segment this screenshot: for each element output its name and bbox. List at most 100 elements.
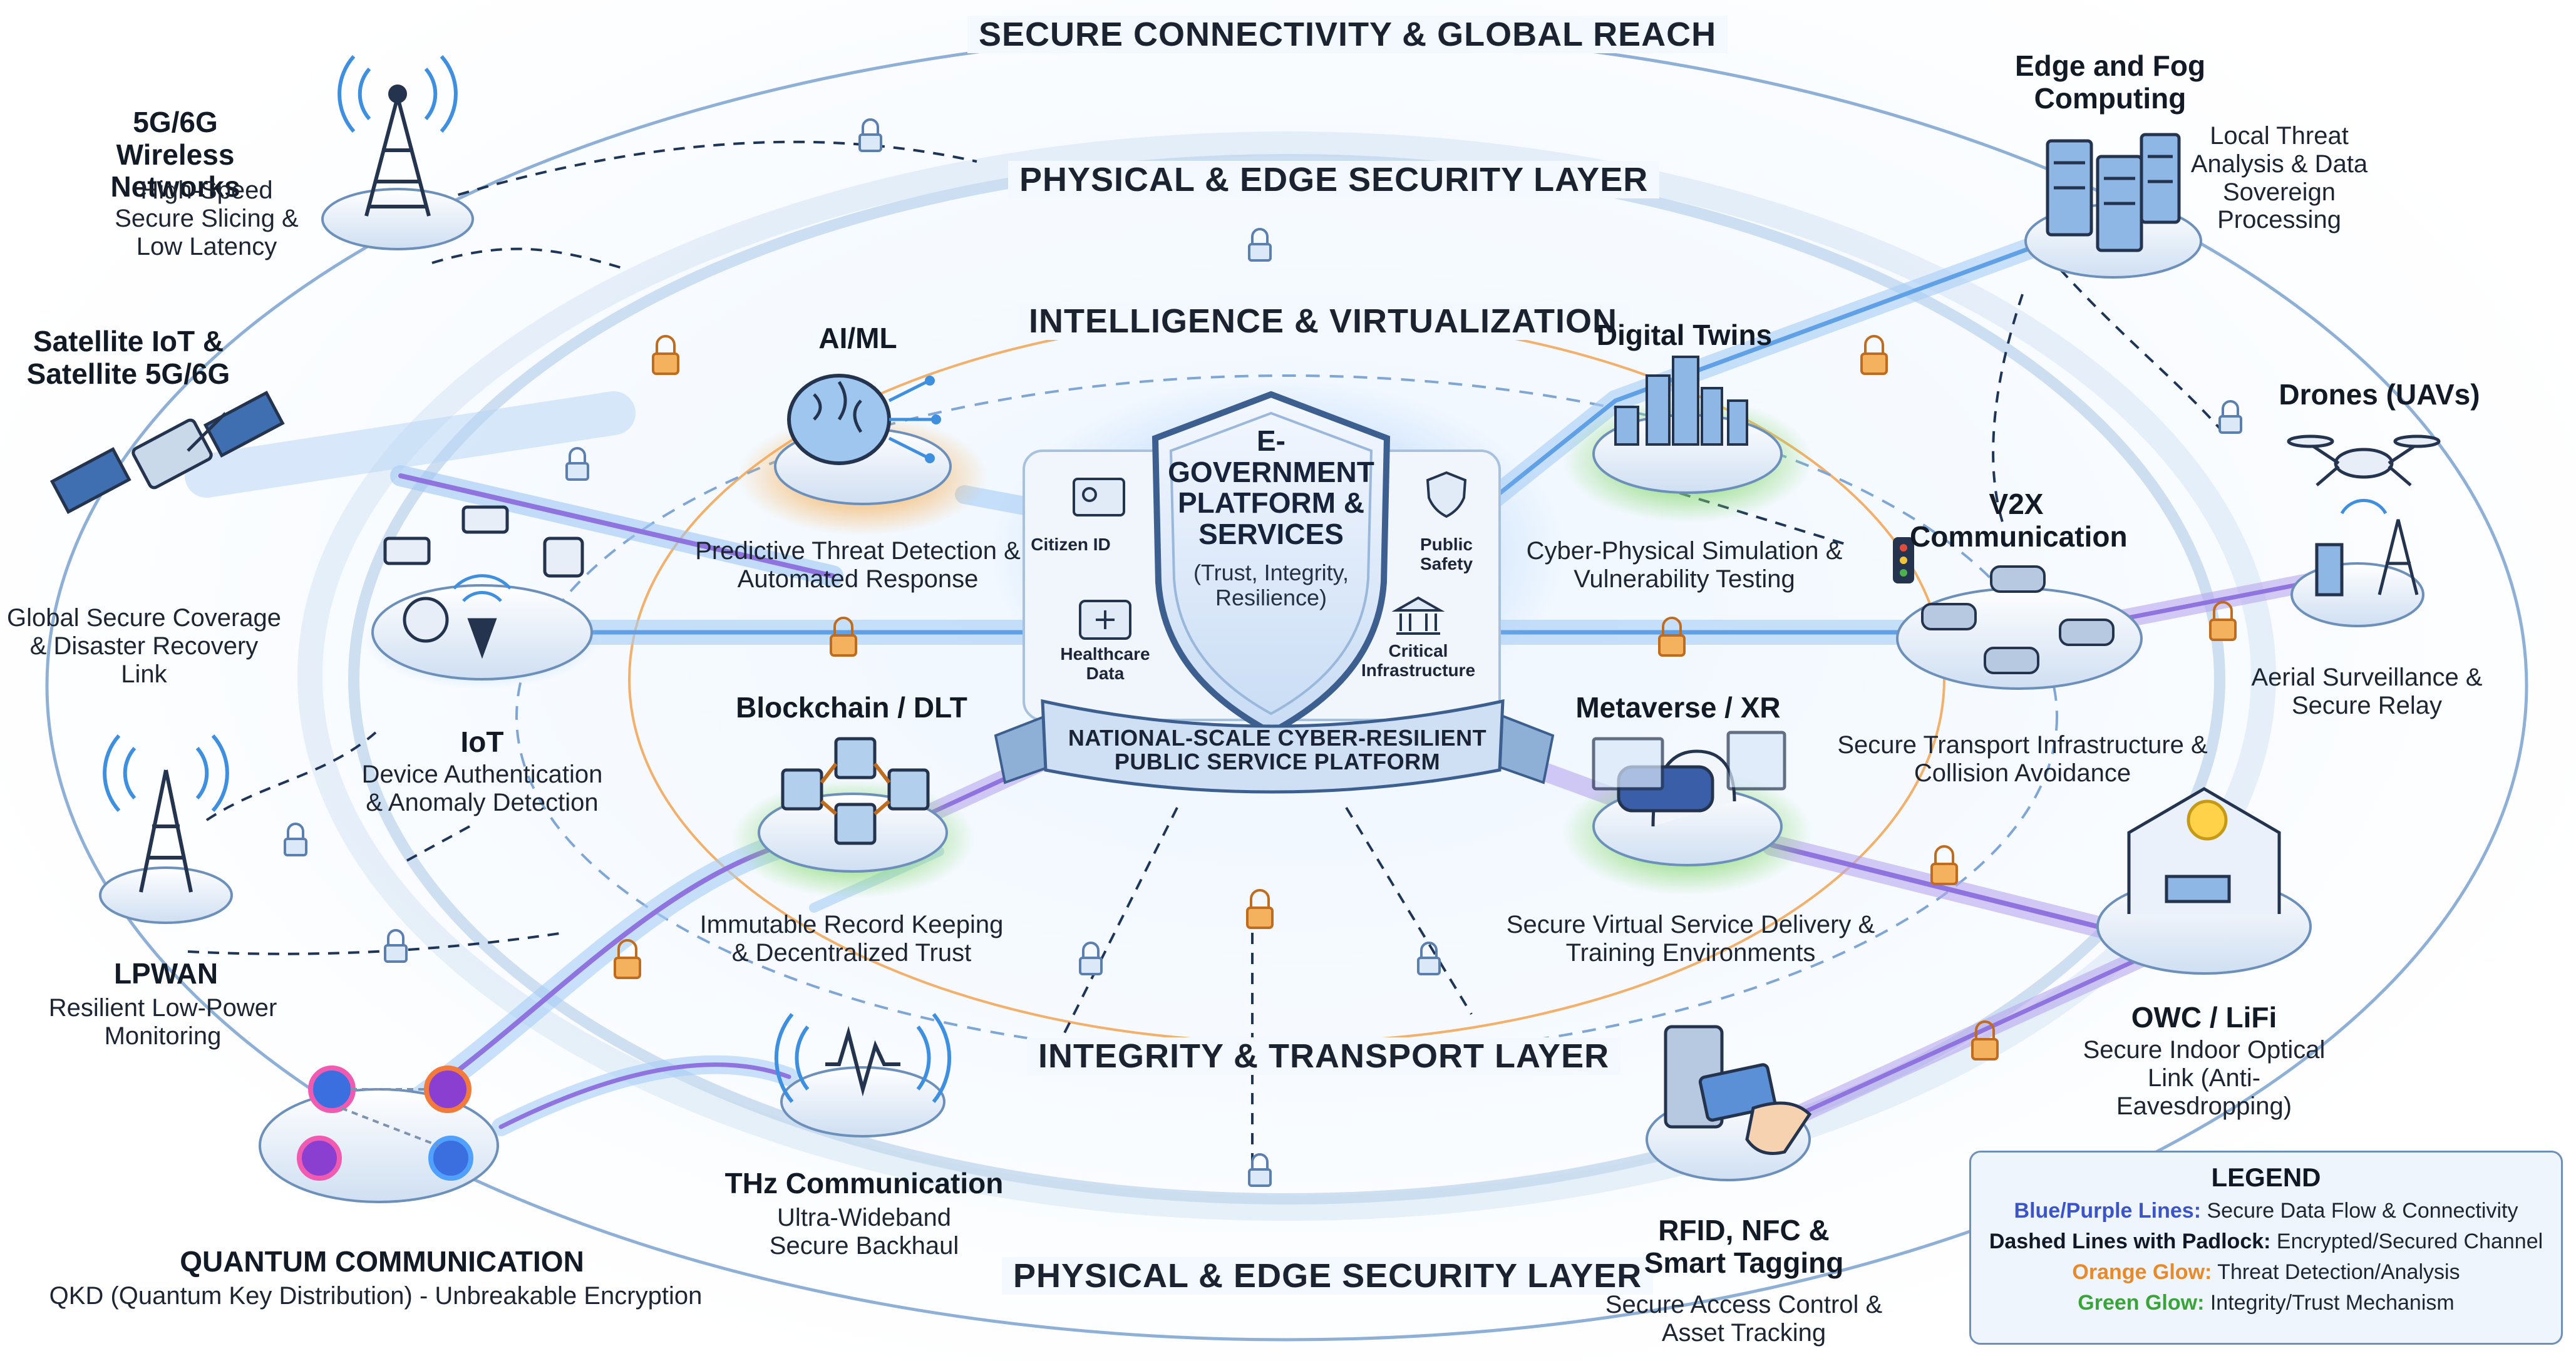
padlock-icon: [858, 118, 882, 152]
legend-key: Green Glow:: [2078, 1291, 2205, 1315]
center-banner: NATIONAL-SCALE CYBER-RESILIENT PUBLIC SE…: [1068, 725, 1487, 774]
lpwan-desc: Resilient Low-Power Monitoring: [48, 994, 277, 1050]
padlock-icon: [565, 447, 589, 481]
quantum-node: [259, 1066, 499, 1203]
rfid-desc: Secure Access Control & Asset Tracking: [1605, 1291, 1883, 1347]
legend-row: Dashed Lines with Padlock: Encrypted/Sec…: [1971, 1230, 2561, 1254]
metaverse-desc: Secure Virtual Service Delivery & Traini…: [1506, 911, 1875, 967]
thz-node: [774, 1013, 952, 1138]
drones-node: [2287, 434, 2441, 627]
city-model-icon: [1614, 356, 1748, 446]
card-reader-icon: [1664, 1025, 1812, 1155]
edge-fog-name: Edge and Fog Computing: [2014, 49, 2206, 115]
quantum-particles-icon: [297, 1066, 473, 1181]
owc-name: OWC / LiFi: [2131, 1001, 2277, 1034]
quantum-name: QUANTUM COMMUNICATION: [180, 1245, 584, 1278]
quantum-desc: QKD (Quantum Key Distribution) - Unbreak…: [49, 1282, 703, 1310]
server-rack-icon: [2046, 133, 2181, 252]
legend-row: Blue/Purple Lines: Secure Data Flow & Co…: [1971, 1199, 2561, 1223]
layer-label-integrity: INTEGRITY & TRANSPORT LAYER: [1027, 1037, 1621, 1076]
legend-key: Orange Glow:: [2072, 1260, 2212, 1284]
wireless-name: 5G/6G Wireless Networks: [110, 106, 240, 203]
side-label-critical-infrastructure: Critical Infrastructure: [1361, 641, 1476, 680]
layer-label-outer: SECURE CONNECTIVITY & GLOBAL REACH: [967, 16, 1728, 54]
drones-name: Drones (UAVs): [2279, 378, 2480, 411]
legend-text: Threat Detection/Analysis: [2212, 1260, 2460, 1284]
ring-physical: [348, 154, 2225, 1204]
center-title: E-GOVERNMENT PLATFORM & SERVICES: [1168, 424, 1374, 551]
infrastructure-icon: [1391, 596, 1445, 635]
medical-icon: [1079, 600, 1131, 640]
iot-node: [363, 505, 601, 689]
satellite-icon: [49, 391, 285, 515]
node-platforms: [49, 55, 2441, 1203]
owc-node: [2096, 787, 2312, 975]
edge-fog-desc: Local Threat Analysis & Data Sovereign P…: [2190, 122, 2368, 234]
thz-desc: Ultra-Wideband Secure Backhaul: [769, 1204, 959, 1260]
padlock-icon: [1930, 845, 1958, 885]
legend-row: Green Glow: Integrity/Trust Mechanism: [1971, 1291, 2561, 1315]
padlock-icon: [1658, 617, 1686, 657]
padlock-icon: [2218, 400, 2242, 434]
wireless-desc: High-Speed Secure Slicing & Low Latency: [115, 177, 299, 260]
iot-devices-icon: [383, 505, 584, 659]
antenna-icon: [103, 734, 229, 893]
padlock-icon: [1417, 942, 1441, 975]
padlock-icon: [614, 939, 641, 979]
satellite-desc: Global Secure Coverage & Disaster Recove…: [6, 604, 282, 688]
v2x-name: V2X Communication: [1910, 488, 2128, 553]
center-subtitle: (Trust, Integrity, Resilience): [1193, 560, 1349, 610]
ring-physical-glow: [297, 131, 2276, 1221]
aiml-desc: Predictive Threat Detection & Automated …: [695, 537, 1021, 593]
rfid-node: [1646, 1025, 1812, 1181]
padlock-icon: [1079, 942, 1103, 975]
padlock-icon: [1971, 1020, 1999, 1061]
padlock-icon: [1860, 335, 1888, 375]
wireless-node: [321, 55, 474, 250]
digital-twins-name: Digital Twins: [1596, 319, 1773, 351]
layer-label-intelligence: INTELLIGENCE & VIRTUALIZATION: [1018, 302, 1629, 341]
iot-name: IoT: [460, 726, 504, 758]
owc-desc: Secure Indoor Optical Link (Anti-Eavesdr…: [2083, 1036, 2326, 1120]
blockchain-node: [731, 737, 975, 898]
drone-icon: [2287, 434, 2441, 597]
v2x-desc: Secure Transport Infrastructure & Collis…: [1837, 731, 2208, 787]
padlock-icon: [1248, 1153, 1272, 1187]
lpwan-node: [99, 734, 233, 924]
aiml-node: [738, 374, 988, 535]
legend-box: LEGEND Blue/Purple Lines: Secure Data Fl…: [1969, 1151, 2563, 1345]
satellite-name: Satellite IoT & Satellite 5G/6G: [26, 325, 230, 390]
iot-desc: Device Authentication & Anomaly Detectio…: [361, 761, 603, 816]
padlock-icon: [1246, 889, 1274, 929]
padlock-icon: [652, 335, 679, 375]
aiml-name: AI/ML: [818, 322, 897, 354]
metaverse-name: Metaverse / XR: [1575, 691, 1781, 724]
thz-name: THz Communication: [724, 1167, 1004, 1199]
legend-row: Orange Glow: Threat Detection/Analysis: [1971, 1260, 2561, 1285]
side-label-citizen-id: Citizen ID: [1031, 535, 1111, 554]
side-label-healthcare: Healthcare Data: [1060, 644, 1150, 683]
vehicles-icon: [1893, 537, 2115, 674]
v2x-node: [1893, 537, 2143, 690]
padlock-icon: [830, 617, 857, 657]
padlock-icons: [284, 118, 2242, 1187]
padlock-icon: [1248, 228, 1272, 262]
legend-text: Secure Data Flow & Connectivity: [2201, 1199, 2518, 1223]
blockchain-name: Blockchain / DLT: [736, 691, 967, 724]
rfid-name: RFID, NFC & Smart Tagging: [1644, 1214, 1844, 1279]
legend-title: LEGEND: [2211, 1163, 2321, 1192]
thz-wave-icon: [774, 1013, 952, 1103]
lpwan-name: LPWAN: [113, 957, 219, 990]
vr-headset-icon: [1592, 731, 1786, 827]
edge-fog-node: [2024, 133, 2202, 279]
legend-text: Encrypted/Secured Channel: [2270, 1230, 2543, 1253]
id-card-icon: [1073, 478, 1125, 516]
cell-tower-icon: [337, 55, 458, 217]
digital-twins-desc: Cyber-Physical Simulation & Vulnerabilit…: [1526, 537, 1843, 593]
padlock-icon: [384, 929, 408, 963]
padlock-icon: [284, 823, 307, 856]
blockchain-cubes-icon: [781, 737, 930, 845]
public-safety-icon: [1426, 471, 1467, 518]
